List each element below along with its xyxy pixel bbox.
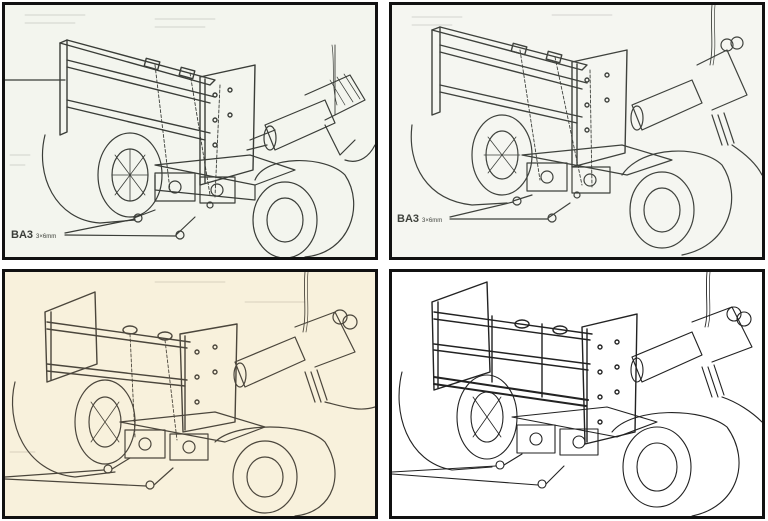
paper-background	[392, 272, 762, 516]
wing-assembly-drawing	[392, 272, 762, 516]
illustration-panel-4	[389, 269, 765, 519]
screw-part-code: BA3	[11, 229, 34, 241]
background-print-lines	[411, 14, 613, 26]
screws	[133, 201, 214, 240]
rear-tire	[41, 132, 163, 224]
label-leader	[392, 473, 539, 486]
chassis	[119, 411, 266, 461]
illustration-panel-3	[2, 269, 378, 519]
screw-part-code: BA3	[397, 213, 420, 225]
screws	[103, 457, 174, 490]
chassis	[521, 144, 673, 194]
screw-size: 3×6mm	[36, 234, 57, 240]
motor	[630, 5, 762, 176]
assembly-guides	[154, 64, 221, 198]
label-leader	[449, 201, 514, 218]
wing-assembly-drawing	[5, 272, 375, 516]
rear-tire	[11, 379, 136, 478]
wing-assembly-drawing	[392, 5, 762, 257]
rear-wing	[44, 291, 238, 441]
paper-background	[5, 272, 375, 516]
motor	[630, 272, 762, 423]
motor	[233, 272, 375, 410]
background-print-lines	[9, 14, 216, 166]
label-leader	[5, 469, 105, 478]
label-leader	[64, 218, 136, 234]
label-leader	[392, 465, 497, 473]
background-print-lines	[9, 281, 306, 453]
right-tire	[611, 412, 740, 516]
screw-size: 3×6mm	[422, 218, 443, 224]
assembly-guides	[519, 49, 593, 188]
wing-assembly-drawing	[5, 5, 375, 257]
rear-tire	[410, 114, 533, 206]
rear-wing	[431, 281, 638, 445]
screws	[512, 191, 581, 223]
label-leader	[64, 234, 177, 237]
rear-wing	[431, 26, 628, 168]
label-leader	[5, 478, 147, 487]
right-tire	[621, 150, 733, 256]
screws	[495, 453, 565, 489]
rear-wing	[59, 39, 256, 186]
right-tire	[214, 426, 336, 516]
